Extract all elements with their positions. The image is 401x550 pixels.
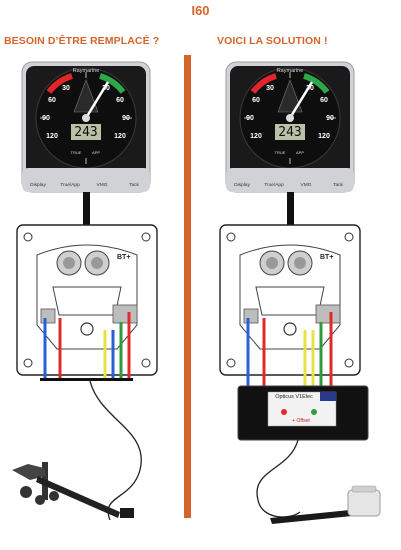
svg-text:TRUE: TRUE — [71, 150, 82, 155]
red-led-icon — [281, 409, 287, 415]
svg-text:30: 30 — [266, 85, 274, 92]
svg-text:90: 90 — [122, 115, 130, 122]
svg-text:30: 30 — [62, 85, 70, 92]
svg-text:90: 90 — [246, 115, 254, 122]
svg-text:30: 30 — [102, 85, 110, 92]
svg-text:BT+: BT+ — [320, 254, 333, 261]
right-stem — [287, 192, 294, 225]
svg-text:120: 120 — [318, 133, 330, 140]
left-stem — [83, 192, 90, 225]
right-instrument: Raymarine 243 30 60 90 120 30 60 90 120 … — [226, 62, 354, 192]
svg-text:60: 60 — [116, 97, 124, 104]
green-led-icon — [311, 409, 317, 415]
svg-text:TRUE: TRUE — [275, 150, 286, 155]
svg-text:60: 60 — [320, 97, 328, 104]
brand-label: Raymarine — [73, 68, 100, 74]
svg-text:120: 120 — [46, 133, 58, 140]
svg-text:90: 90 — [42, 115, 50, 122]
left-heading: BESOIN D’ÊTRE REMPLACÉ ? — [4, 35, 160, 47]
svg-text:90: 90 — [326, 115, 334, 122]
button-true-app: True/App — [60, 182, 80, 188]
left-backplate: BT+ — [16, 224, 158, 376]
right-backplate: BT+ — [219, 224, 361, 376]
wind-transducer-old — [12, 462, 134, 518]
svg-text:APP: APP — [92, 150, 100, 155]
left-cable — [89, 380, 142, 521]
converter-name: Opticus V1Elec — [275, 394, 313, 400]
svg-text:VMG: VMG — [301, 182, 312, 188]
svg-text:True/App: True/App — [264, 182, 284, 188]
svg-text:120: 120 — [114, 133, 126, 140]
svg-text:Raymarine: Raymarine — [277, 68, 304, 74]
svg-text:BT+: BT+ — [117, 254, 130, 261]
button-display: Display — [30, 182, 46, 188]
left-junction-bar — [40, 378, 133, 381]
divider-bar — [184, 55, 191, 518]
svg-text:120: 120 — [250, 133, 262, 140]
left-wires — [43, 312, 131, 378]
svg-text:Tack: Tack — [333, 182, 343, 188]
svg-text:APP: APP — [296, 150, 304, 155]
digital-readout: 243 — [74, 125, 97, 140]
svg-text:243: 243 — [278, 125, 301, 140]
svg-text:60: 60 — [48, 97, 56, 104]
offset-label: + Offset — [292, 418, 310, 424]
right-wires — [246, 312, 333, 390]
right-cable — [256, 439, 301, 518]
svg-text:Display: Display — [234, 182, 250, 188]
right-heading: VOICI LA SOLUTION ! — [217, 35, 328, 47]
svg-text:30: 30 — [306, 85, 314, 92]
wind-sensor-new — [270, 485, 381, 524]
button-vmg: VMG — [97, 182, 108, 188]
left-instrument: Raymarine 243 30 60 90 120 30 60 90 120 … — [22, 62, 150, 192]
button-tack: Tack — [129, 182, 139, 188]
page-title: I60 — [191, 3, 210, 18]
svg-text:60: 60 — [252, 97, 260, 104]
converter-box: Opticus V1Elec + Offset — [237, 385, 369, 441]
